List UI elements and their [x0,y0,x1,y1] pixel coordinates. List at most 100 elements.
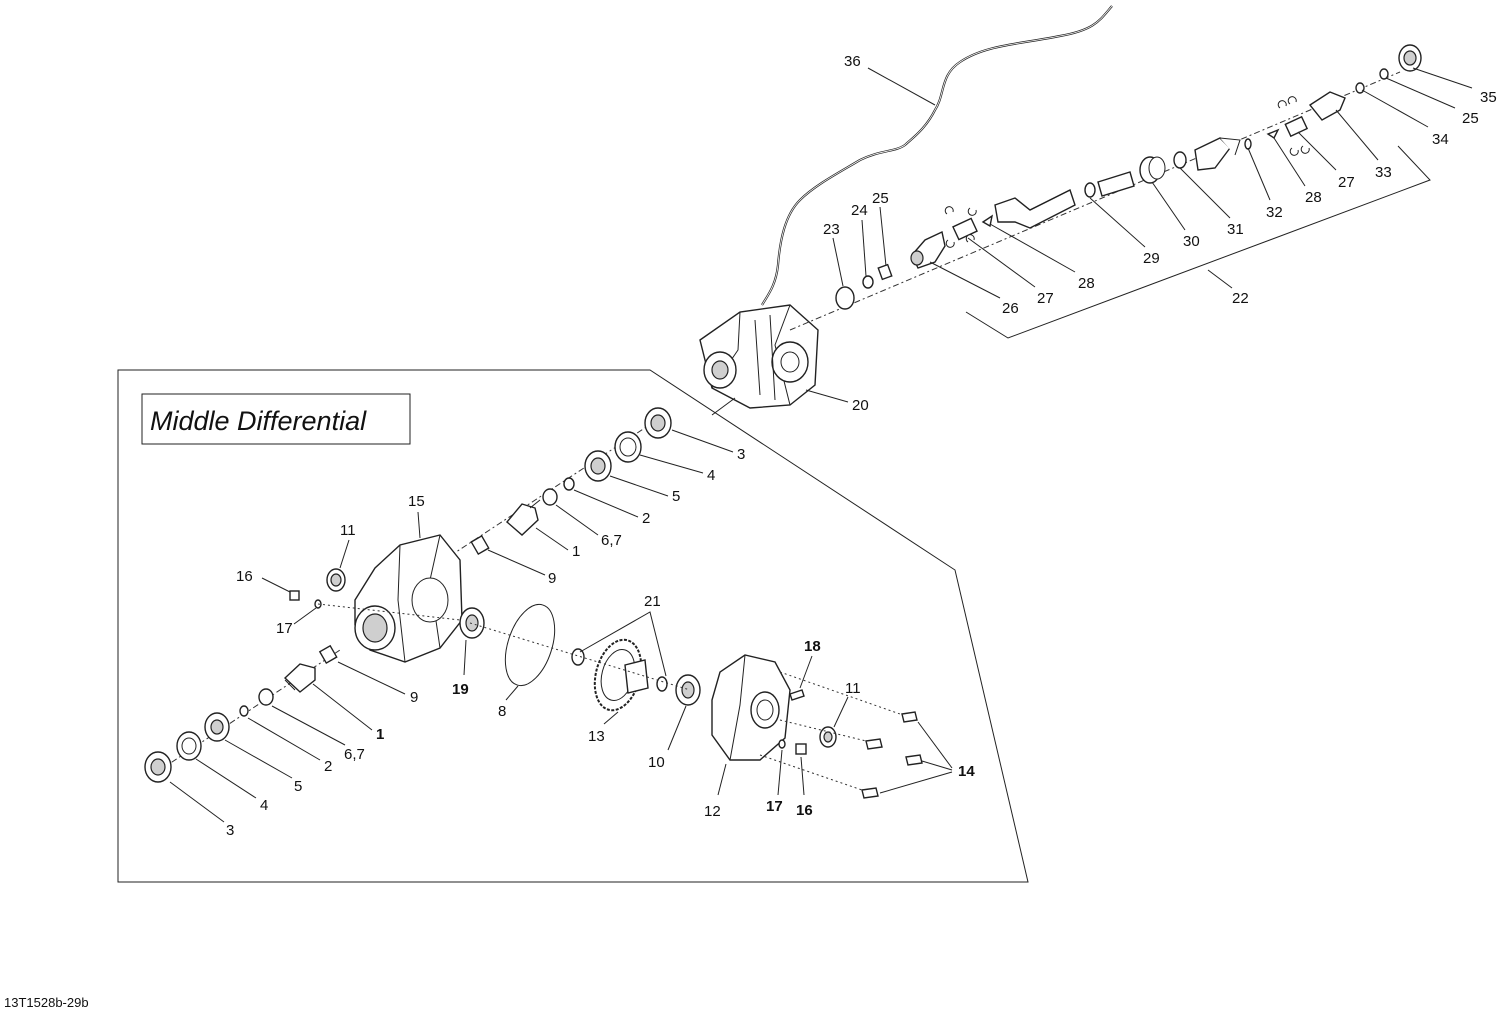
inset-frame [117,369,1029,883]
callout-34: 34 [1432,131,1449,148]
callout-32: 32 [1266,204,1283,221]
inset-lower-axis [159,649,341,771]
callout-13: 13 [588,728,605,745]
bracket-22 [965,145,1431,339]
part-13 [593,638,649,712]
callout-22: 22 [1232,290,1249,307]
callout-1-bottom: 1 [376,726,384,743]
leader-lines [169,67,1473,823]
part-3a [644,407,672,439]
callout-27-left: 27 [1037,290,1054,307]
callout-29: 29 [1143,250,1160,267]
callout-20: 20 [852,397,869,414]
part-1a [506,499,541,536]
callout-18: 18 [804,638,821,655]
callout-5-bottom: 5 [294,778,302,795]
part-24 [862,275,874,289]
part-5b [204,712,230,742]
callout-24: 24 [851,202,868,219]
inset-title-box [141,393,411,445]
callout-31: 31 [1227,221,1244,238]
part-23 [835,286,855,310]
part-21-washer [656,676,668,692]
callout-17-right: 17 [766,798,783,815]
part-17b [778,739,786,749]
callout-19: 19 [452,681,469,698]
callout-3-top: 3 [737,446,745,463]
part-35 [1398,44,1422,72]
callout-25-top: 25 [1462,110,1479,127]
callout-25-left: 25 [872,190,889,207]
inset-housing-path [317,603,461,621]
callout-21: 21 [644,593,661,610]
cable-36 [761,5,1113,306]
callout-11-right: 11 [845,680,861,697]
callout-17-left: 17 [276,620,293,637]
callout-33: 33 [1375,164,1392,181]
housing-20 [699,304,819,409]
part-2b [239,705,249,717]
part-11a [326,568,346,592]
callout-23: 23 [823,221,840,238]
callout-16-left: 16 [236,568,253,585]
callout-2-top: 2 [642,510,650,527]
part-18 [789,689,805,701]
part-2a [563,477,575,491]
callout-28-right: 28 [1305,189,1322,206]
part-25b [1379,68,1389,80]
callout-28-left: 28 [1078,275,1095,292]
bolt-path-3 [759,754,863,791]
callout-8: 8 [498,703,506,720]
part-16a [289,590,300,601]
part-16b [795,743,807,755]
part-25a [877,263,893,281]
part-26 [910,230,946,269]
cover-12 [711,654,791,761]
cable-36-inner [761,5,1113,306]
part-21-shim [571,648,585,666]
callout-15: 15 [408,493,425,510]
part-14-bolts [861,711,923,799]
part-34 [1355,82,1365,94]
callout-5-top: 5 [672,488,680,505]
part-10 [675,674,701,706]
callout-30: 30 [1183,233,1200,250]
callout-10: 10 [648,754,665,771]
part-9b [318,644,338,665]
callout-67-top: 6,7 [601,532,622,549]
callout-14: 14 [958,763,975,780]
part-11b [819,726,837,748]
part-33 [1308,91,1346,121]
callout-26: 26 [1002,300,1019,317]
upper-axis [789,71,1401,331]
callout-3-bottom: 3 [226,822,234,839]
callout-1-top: 1 [572,543,580,560]
callout-9-bottom: 9 [410,689,418,706]
part-9a [470,534,490,556]
part-5a [584,450,612,482]
part-28b [1266,128,1280,140]
part-4a [614,431,642,463]
callout-2-bottom: 2 [324,758,332,775]
part-29 [1084,182,1096,198]
part-4b [176,731,202,761]
callout-12: 12 [704,803,721,820]
callout-4-top: 4 [707,467,715,484]
callout-4-bottom: 4 [260,797,268,814]
callout-11-left: 11 [340,522,356,539]
callout-16-right: 16 [796,802,813,819]
part-27b [1277,96,1310,156]
inset-center-path [469,622,691,691]
part-67b [258,688,274,706]
part-1b [283,663,316,693]
reference-code: 13T1528b-29b [4,995,89,1010]
callout-9-top: 9 [548,570,556,587]
part-31 [1173,151,1187,169]
part-27a [944,206,978,248]
part-30 [1139,156,1166,184]
housing-15 [354,534,463,663]
inset-title: Middle Differential [150,406,367,436]
callout-36: 36 [844,53,861,70]
part-67a [542,488,558,506]
